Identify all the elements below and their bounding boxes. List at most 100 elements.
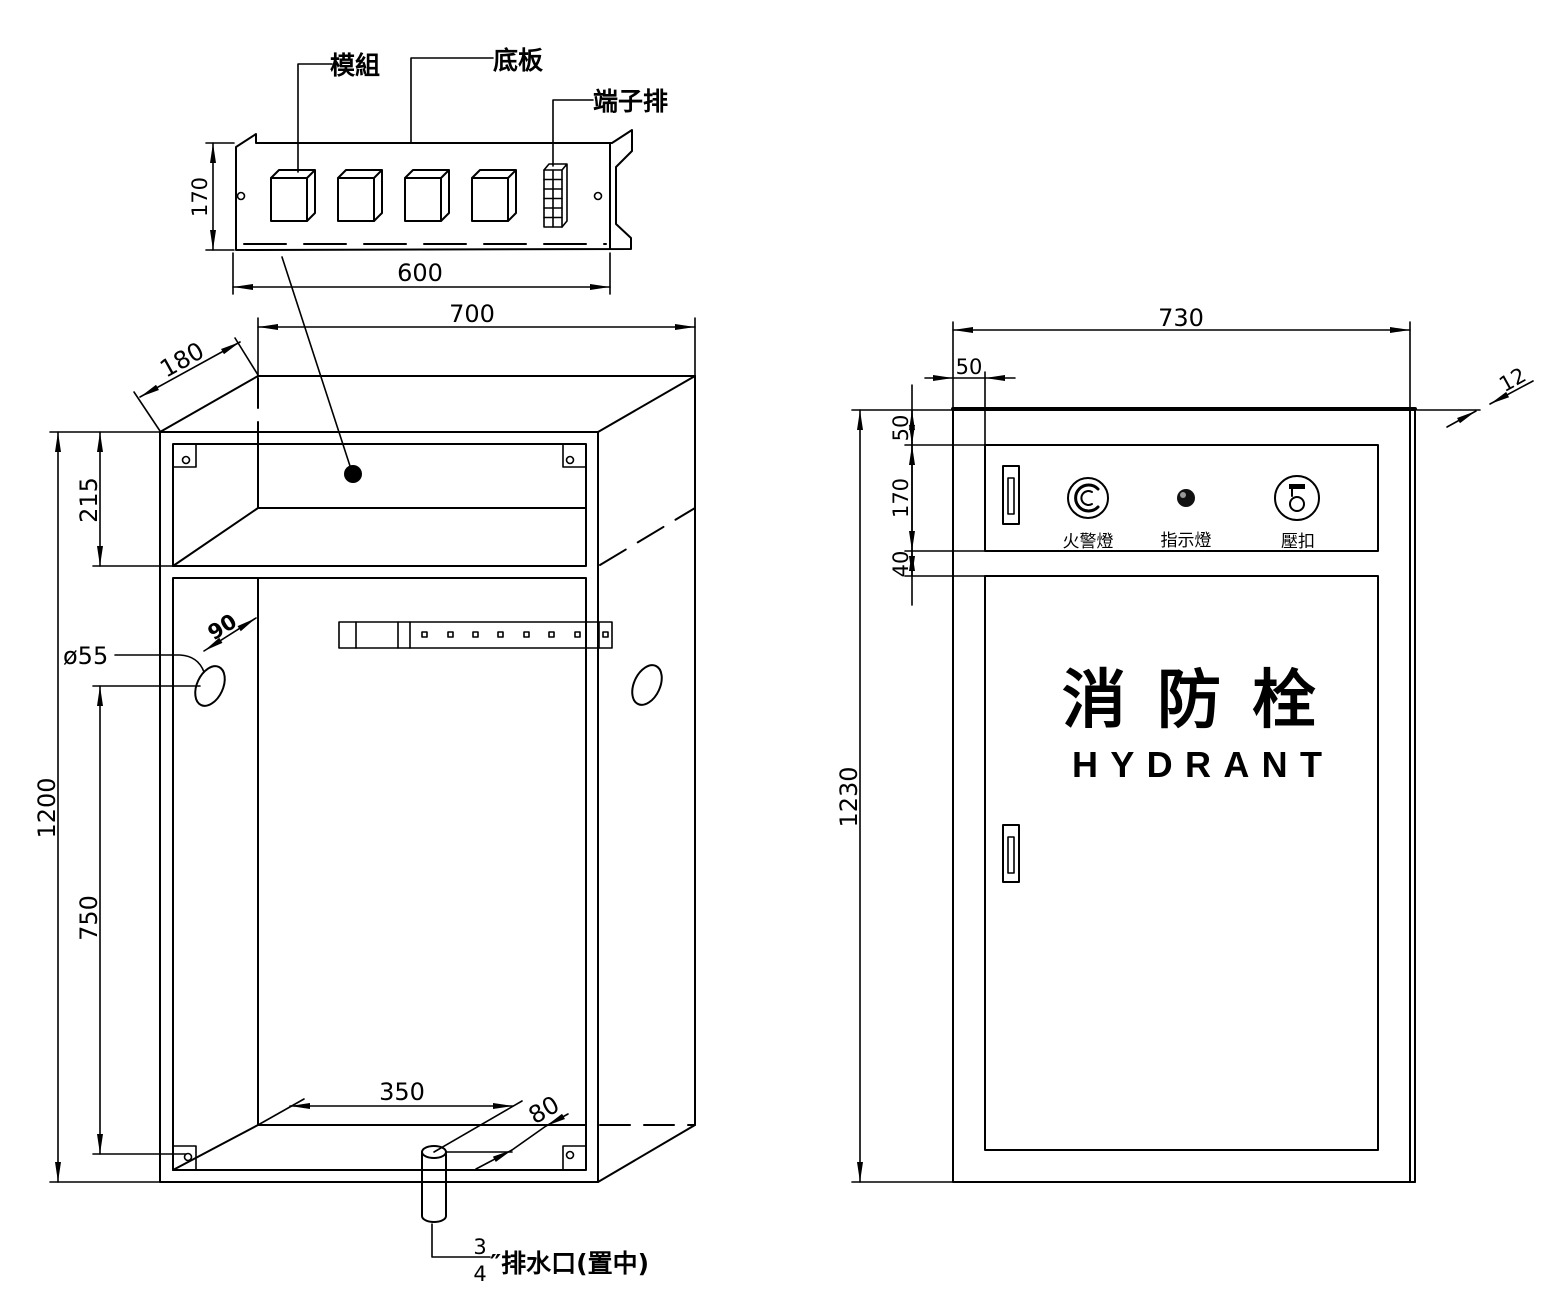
lower-compartment: [172, 577, 587, 1171]
terminal-screw: [421, 631, 428, 638]
door-handle[interactable]: [1002, 824, 1020, 883]
drain-y-dim-line: [545, 1113, 569, 1127]
baseplate-label: 底板: [493, 46, 543, 75]
terminal-strip-body: [338, 621, 613, 649]
corner-bracket-top-left: [173, 444, 197, 468]
baseplate-leader: [410, 57, 494, 144]
frame-dim-line: [1446, 410, 1477, 428]
pipe-hole-right: [631, 664, 663, 706]
door-handle-slot: [1007, 836, 1015, 874]
terminal-strip-dividers: [355, 621, 600, 649]
drain-y-dim-line: [511, 1125, 547, 1151]
cabinet-top-face: [159, 375, 696, 433]
bracket: [562, 1145, 587, 1171]
module-top-side: [270, 169, 316, 222]
front-cabinet-outer: [952, 409, 1411, 1183]
module-front: [337, 177, 375, 222]
indicator-light-icon: [1177, 489, 1195, 507]
module-top-side: [404, 169, 450, 222]
screw-hole: [565, 455, 575, 465]
hydrant-title-en: HYDRANT: [1072, 744, 1322, 785]
module-box: [471, 169, 517, 222]
drain-fraction-denominator: 4: [473, 1262, 486, 1286]
terminal-block-grid: [543, 163, 568, 228]
baseplate-detail: 模組 底板 端子排 170 600: [188, 46, 668, 483]
dim-extension-line: [133, 391, 161, 432]
drain-leader: [431, 1223, 491, 1258]
module-front: [471, 177, 509, 222]
side-margin-label: 50: [956, 355, 983, 379]
baseplate-location-leader: [281, 256, 351, 467]
baseplate-outline: [235, 129, 633, 251]
drain-fraction-numerator: 3: [473, 1235, 486, 1259]
terminal-screw: [497, 631, 504, 638]
screw-hole: [183, 1152, 193, 1162]
corner-bracket-bottom-right: [562, 1145, 587, 1171]
terminal-strip: [338, 621, 613, 649]
corner-bracket-bottom-left: [173, 1145, 197, 1171]
drain-pipe-body: [421, 1151, 447, 1223]
terminal-screw: [602, 631, 609, 638]
upper-compartment-inner-edges: [172, 443, 587, 567]
terminal-screw: [447, 631, 454, 638]
fire-alarm-light-spiral: [1074, 483, 1100, 513]
bracket: [562, 444, 587, 468]
indicator-light-highlight: [1180, 492, 1186, 498]
cabinet-height-label: 1200: [33, 777, 61, 838]
module-front: [270, 177, 308, 222]
hole-offset-label: 90: [204, 609, 242, 645]
cabinet-right-face: [597, 375, 696, 1183]
dim-extension-line: [257, 1098, 305, 1126]
terminal-block: [543, 163, 568, 228]
module-top-side: [337, 169, 383, 222]
module-top-side: [471, 169, 517, 222]
module-box: [337, 169, 383, 222]
front-width-label: 730: [1158, 304, 1204, 332]
front-height-label: 1230: [835, 766, 863, 827]
isometric-cabinet: 3 4 ″排水口(置中) 700 180 1200 215 750 ø55 90…: [33, 300, 696, 1286]
module-front: [404, 177, 442, 222]
push-button-knob: [1289, 496, 1305, 512]
module-leader: [297, 63, 333, 173]
door-panel: [984, 575, 1379, 1151]
hole-offset-dim-line: [203, 617, 257, 652]
baseplate-width-label: 600: [397, 259, 443, 287]
dim-extension-line: [433, 1100, 523, 1153]
top-gap-label: 50: [889, 415, 913, 442]
drain-pipe: 3 4 ″排水口(置中): [421, 1145, 649, 1286]
push-button-cover: [1289, 484, 1305, 489]
baseplate-location-dot: [344, 465, 362, 483]
fire-alarm-light[interactable]: [1067, 477, 1109, 519]
top-compartment-label: 215: [75, 477, 103, 523]
push-button-label: 壓扣: [1281, 532, 1315, 552]
hydrant-door[interactable]: 消防栓 HYDRANT: [984, 575, 1379, 1151]
hydrant-title-cn: 消防栓: [1062, 664, 1316, 738]
terminal-leader: [552, 99, 594, 167]
terminal-screw: [574, 631, 581, 638]
front-cabinet: 火警燈 指示燈 壓扣 消防栓 HYDRANT 730: [835, 304, 1534, 1183]
drain-y-dim-line: [475, 1149, 513, 1170]
control-panel-frame: [984, 444, 1379, 552]
bracket: [173, 1145, 197, 1171]
frame-dim-line: [1489, 380, 1534, 405]
control-panel: 火警燈 指示燈 壓扣: [984, 444, 1379, 552]
hole-height-label: 750: [75, 895, 103, 941]
fire-alarm-light-icon: [1067, 477, 1109, 519]
terminal-screw: [548, 631, 555, 638]
cabinet-depth-label: 180: [155, 337, 209, 384]
pipe-hole-left: [194, 665, 226, 707]
hole-diameter-label: ø55: [63, 642, 108, 670]
screw-hole: [181, 455, 191, 465]
push-button[interactable]: [1274, 475, 1320, 521]
baseplate-height-label: 170: [188, 177, 212, 217]
drain-label: ″排水口(置中): [490, 1249, 649, 1278]
panel-handle-slot: [1007, 477, 1015, 515]
screw-hole: [565, 1150, 575, 1160]
drain-x-label: 350: [379, 1078, 425, 1106]
cabinet-front-face: [159, 431, 599, 1183]
module-box: [270, 169, 316, 222]
panel-handle[interactable]: [1002, 465, 1020, 525]
indicator-light-label: 指示燈: [1161, 531, 1212, 551]
upper-compartment: [172, 443, 587, 567]
hidden-shelf-edge: [599, 507, 696, 566]
